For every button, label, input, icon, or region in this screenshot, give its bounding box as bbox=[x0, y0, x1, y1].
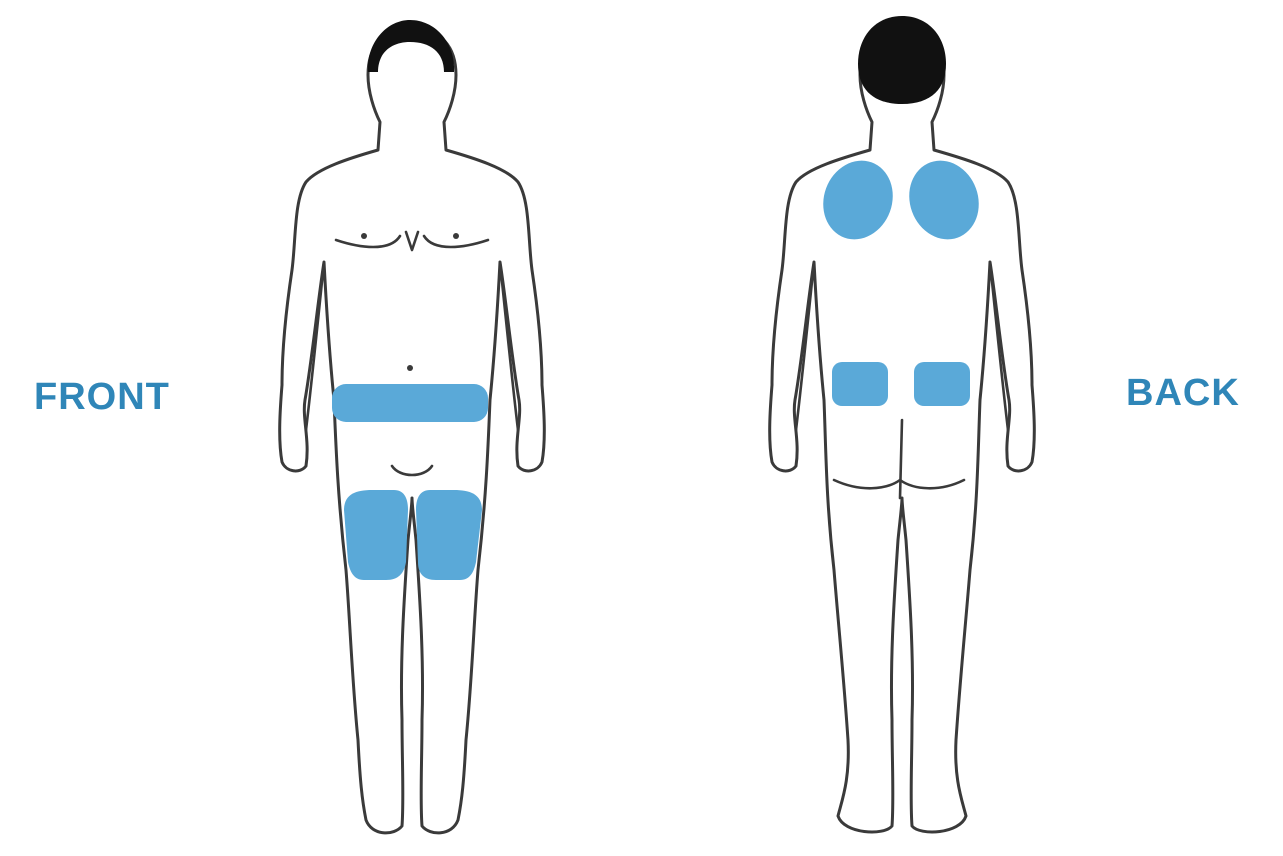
back-body-figure bbox=[770, 16, 1035, 832]
front-navel bbox=[407, 365, 413, 371]
back-right-lower-zone bbox=[914, 362, 970, 406]
front-body-outline bbox=[280, 28, 545, 833]
front-right-thigh-zone bbox=[416, 490, 482, 580]
front-left-thigh-zone bbox=[344, 490, 408, 580]
back-hair bbox=[858, 16, 946, 104]
front-left-nipple bbox=[361, 233, 367, 239]
front-abdomen-zone bbox=[332, 384, 488, 422]
back-left-lower-zone bbox=[832, 362, 888, 406]
front-right-nipple bbox=[453, 233, 459, 239]
front-body-figure bbox=[280, 20, 545, 833]
